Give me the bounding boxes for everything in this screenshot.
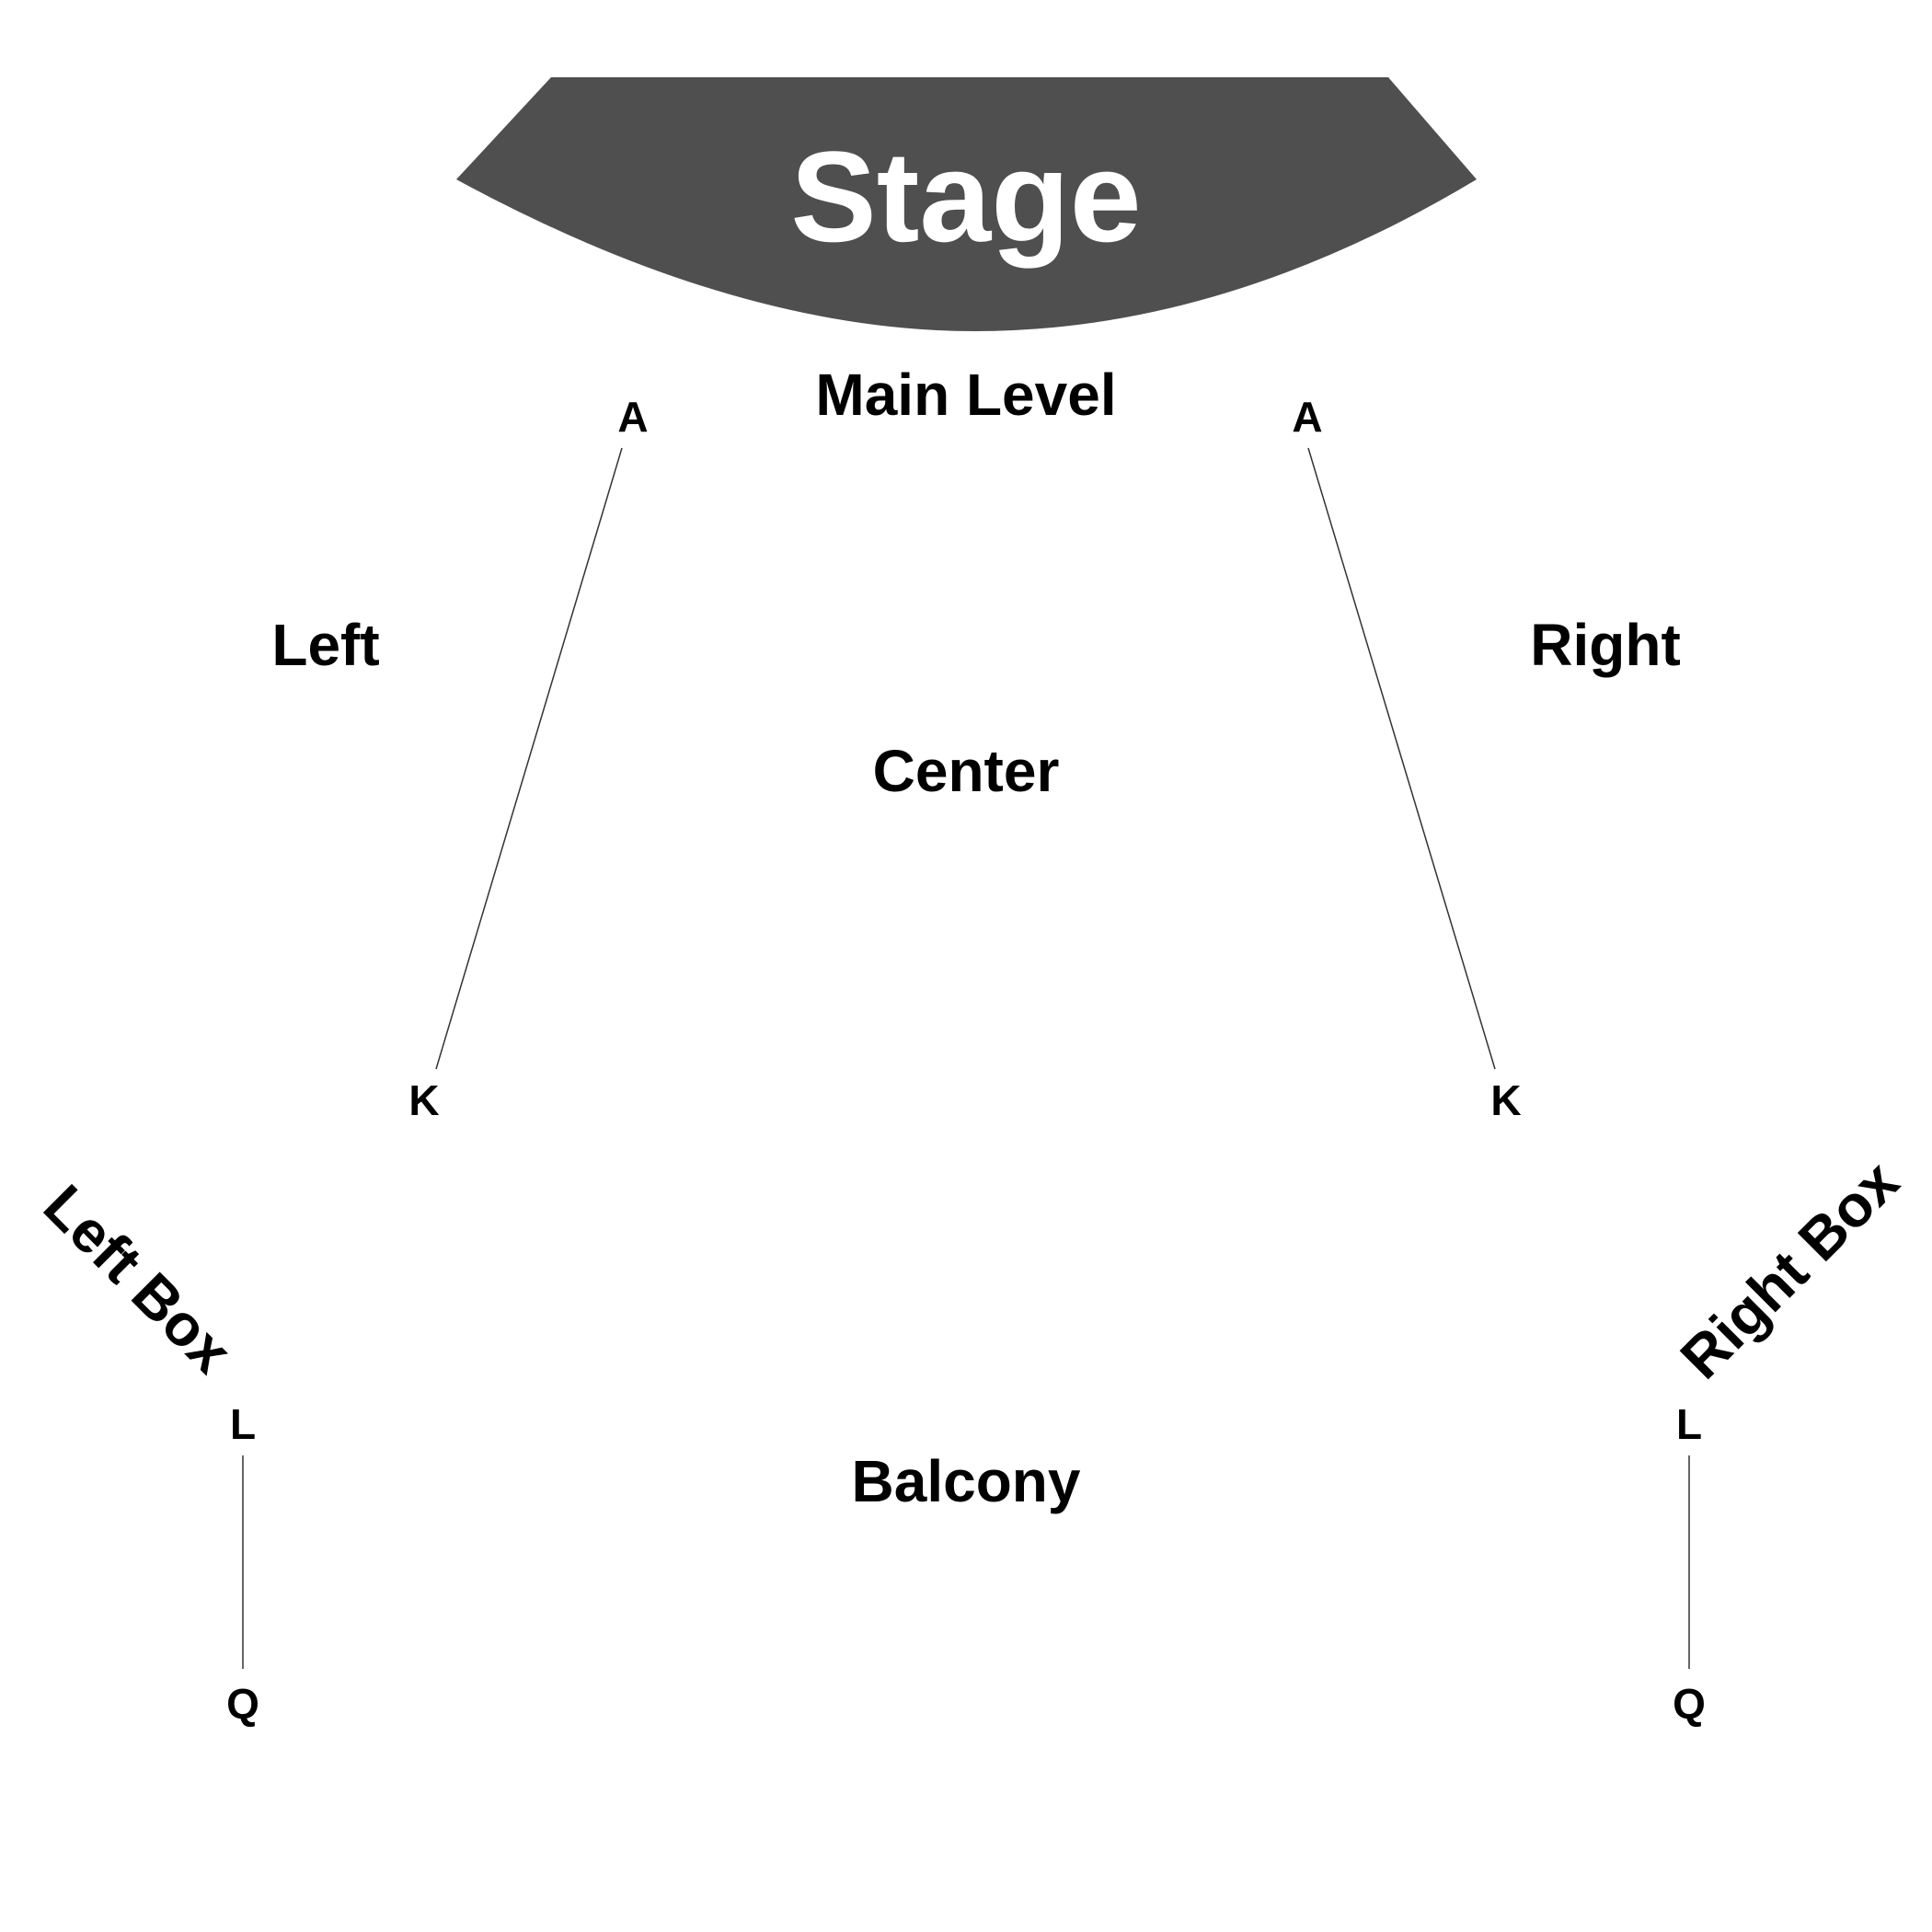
left-row-start-label: A: [617, 393, 648, 441]
left-box-row-range: L Q: [226, 1400, 259, 1728]
balcony-label[interactable]: Balcony: [852, 1448, 1081, 1514]
right-box-row-range: L Q: [1673, 1400, 1706, 1728]
section-left-label[interactable]: Left: [271, 612, 379, 678]
right-box-row-end-label: Q: [1673, 1680, 1706, 1728]
section-left-box-label[interactable]: Left Box: [31, 1172, 245, 1386]
main-level-label: Main Level: [815, 362, 1116, 428]
right-box-row-start-label: L: [1676, 1400, 1702, 1448]
left-row-end-label: K: [408, 1076, 439, 1124]
stage-shape: [456, 77, 1477, 331]
right-row-range: A K: [1292, 393, 1521, 1124]
stage[interactable]: Stage: [456, 77, 1477, 331]
section-right-label[interactable]: Right: [1530, 612, 1681, 678]
right-row-end-label: K: [1490, 1076, 1521, 1124]
left-box-row-start-label: L: [230, 1400, 256, 1448]
left-row-line: [435, 447, 623, 1070]
stage-label: Stage: [790, 124, 1141, 269]
section-right-box-label[interactable]: Right Box: [1668, 1147, 1912, 1391]
section-center-label[interactable]: Center: [873, 738, 1060, 804]
left-row-range: A K: [408, 393, 648, 1124]
right-row-start-label: A: [1292, 393, 1322, 441]
right-row-line: [1307, 447, 1496, 1070]
left-box-row-end-label: Q: [226, 1680, 259, 1728]
